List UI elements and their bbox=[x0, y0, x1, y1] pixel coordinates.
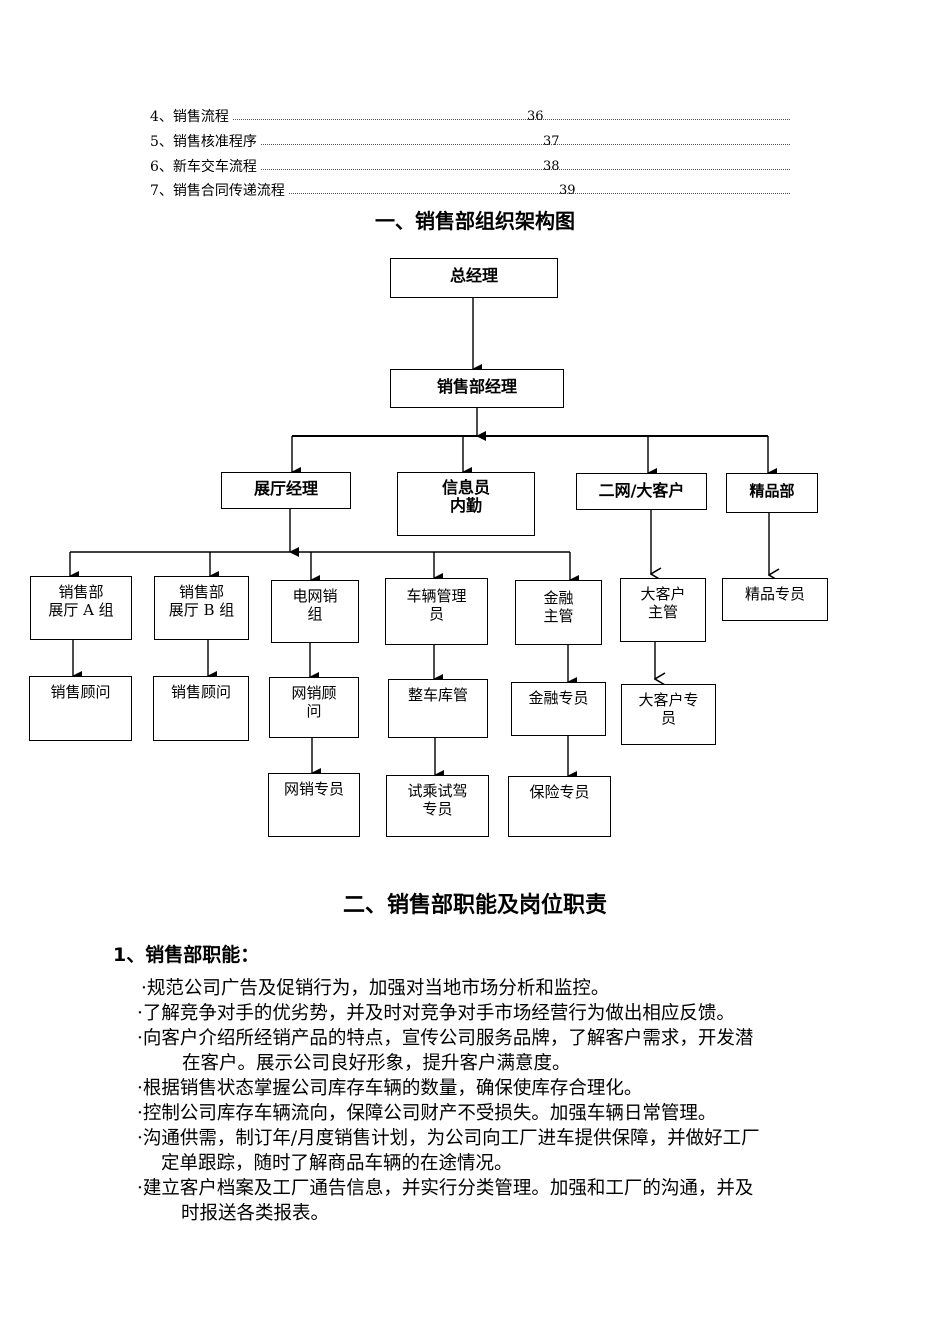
org-box-label: 试乘试驾 专员 bbox=[407, 782, 468, 818]
toc-page-number: 37 bbox=[543, 134, 560, 149]
toc-page-number: 36 bbox=[527, 109, 544, 124]
org-box-test-drive-specialist[interactable]: 试乘试驾 专员 bbox=[386, 775, 489, 837]
org-box-insurance-specialist[interactable]: 保险专员 bbox=[508, 776, 611, 837]
org-box-boutique-specialist[interactable]: 精品专员 bbox=[722, 578, 828, 621]
toc-label: 4、销售流程 bbox=[150, 107, 233, 127]
org-box-network-key-account[interactable]: 二网/大客户 bbox=[576, 473, 707, 510]
toc-leader-dots bbox=[150, 169, 790, 170]
toc-row[interactable]: 6、新车交车流程 38 bbox=[150, 157, 790, 177]
toc-row[interactable]: 5、销售核准程序 37 bbox=[150, 132, 790, 152]
org-box-online-team[interactable]: 电网销 组 bbox=[271, 580, 359, 643]
org-box-sales-manager[interactable]: 销售部经理 bbox=[390, 369, 564, 408]
toc-row[interactable]: 7、销售合同传递流程 39 bbox=[150, 181, 790, 201]
function-item: ·根据销售状态掌握公司库存车辆的数量，确保使库存合理化。 bbox=[137, 1076, 882, 1101]
toc-label: 7、销售合同传递流程 bbox=[150, 181, 289, 201]
function-item-text: ·了解竞争对手的优劣势，并及时对竞争对手市场经营行为做出相应反馈。 bbox=[137, 1003, 735, 1024]
function-item: ·控制公司库存车辆流向，保障公司财产不受损失。加强车辆日常管理。 bbox=[137, 1101, 882, 1126]
org-box-inventory-manager[interactable]: 整车库管 bbox=[388, 679, 488, 738]
section-title-functions: 二、销售部职能及岗位职责 bbox=[342, 893, 607, 918]
org-box-team-a[interactable]: 销售部 展厅 A 组 bbox=[30, 576, 132, 640]
org-box-label: 网销专员 bbox=[283, 780, 344, 798]
org-box-label: 销售部 展厅 A 组 bbox=[48, 583, 114, 619]
function-item-text: ·控制公司库存车辆流向，保障公司财产不受损失。加强车辆日常管理。 bbox=[137, 1103, 717, 1124]
org-box-label: 精品专员 bbox=[744, 585, 805, 603]
org-box-ceo[interactable]: 总经理 bbox=[390, 258, 558, 298]
function-item-continuation: 在客户。展示公司良好形象，提升客户满意度。 bbox=[182, 1053, 571, 1074]
org-box-label: 网销顾 问 bbox=[291, 684, 337, 720]
org-box-label: 整车库管 bbox=[407, 686, 468, 704]
org-box-boutique-dept[interactable]: 精品部 bbox=[726, 473, 818, 513]
org-box-label: 销售部经理 bbox=[436, 377, 517, 396]
org-box-label: 大客户 主管 bbox=[640, 585, 686, 621]
org-box-label: 销售部 展厅 B 组 bbox=[168, 583, 235, 619]
toc-label: 6、新车交车流程 bbox=[150, 157, 261, 177]
org-box-label: 电网销 组 bbox=[292, 587, 338, 623]
function-item-text: ·规范公司广告及促销行为，加强对当地市场分析和监控。 bbox=[141, 978, 610, 999]
toc-leader-dots bbox=[150, 119, 790, 120]
function-item: ·沟通供需，制订年/月度销售计划，为公司向工厂进车提供保障，并做好工厂 定单跟踪… bbox=[137, 1126, 882, 1176]
org-box-label: 车辆管理 员 bbox=[406, 587, 467, 623]
function-item-text: ·建立客户档案及工厂通告信息，并实行分类管理。加强和工厂的沟通，并及 bbox=[137, 1178, 754, 1199]
function-item-continuation: 时报送各类报表。 bbox=[181, 1203, 330, 1224]
function-item: ·了解竞争对手的优劣势，并及时对竞争对手市场经营行为做出相应反馈。 bbox=[137, 1001, 882, 1026]
org-box-vehicle-admin[interactable]: 车辆管理 员 bbox=[385, 578, 488, 645]
subsection-title-sales-functions: 1、销售部职能： bbox=[113, 944, 260, 966]
org-box-label: 展厅经理 bbox=[253, 479, 318, 498]
function-item-text: ·根据销售状态掌握公司库存车辆的数量，确保使库存合理化。 bbox=[137, 1078, 643, 1099]
org-box-label: 保险专员 bbox=[529, 783, 590, 801]
org-box-finance-supervisor[interactable]: 金融 主管 bbox=[515, 580, 602, 645]
org-box-label: 总经理 bbox=[449, 266, 498, 285]
toc-page-number: 38 bbox=[543, 159, 560, 174]
toc-row[interactable]: 4、销售流程 36 bbox=[150, 107, 790, 127]
toc-leader-dots bbox=[150, 193, 790, 194]
org-box-finance-specialist[interactable]: 金融专员 bbox=[511, 682, 606, 736]
org-box-label: 销售顾问 bbox=[50, 683, 111, 701]
function-item-text: ·沟通供需，制订年/月度销售计划，为公司向工厂进车提供保障，并做好工厂 bbox=[137, 1128, 760, 1149]
function-item: ·向客户介绍所经销产品的特点，宣传公司服务品牌，了解客户需求，开发潜 在客户。展… bbox=[137, 1026, 882, 1076]
org-box-key-account-specialist[interactable]: 大客户专 员 bbox=[621, 684, 716, 745]
toc-leader-dots bbox=[150, 144, 790, 145]
org-box-info-clerk[interactable]: 信息员 内勤 bbox=[397, 472, 535, 536]
org-box-label: 大客户专 员 bbox=[638, 691, 699, 727]
function-item: ·建立客户档案及工厂通告信息，并实行分类管理。加强和工厂的沟通，并及 时报送各类… bbox=[137, 1176, 882, 1226]
org-box-label: 金融 主管 bbox=[543, 589, 574, 625]
org-box-team-b[interactable]: 销售部 展厅 B 组 bbox=[154, 576, 249, 640]
org-box-label: 精品部 bbox=[749, 482, 795, 500]
org-box-online-consultant[interactable]: 网销顾 问 bbox=[269, 677, 359, 738]
org-box-key-account-supervisor[interactable]: 大客户 主管 bbox=[620, 578, 706, 642]
org-box-showroom-manager[interactable]: 展厅经理 bbox=[221, 472, 351, 509]
toc-label: 5、销售核准程序 bbox=[150, 132, 261, 152]
org-box-label: 二网/大客户 bbox=[598, 481, 685, 500]
org-box-online-specialist[interactable]: 网销专员 bbox=[268, 773, 360, 837]
org-box-label: 信息员 内勤 bbox=[441, 478, 490, 515]
org-box-consultant-b[interactable]: 销售顾问 bbox=[153, 676, 249, 741]
toc-page-number: 39 bbox=[559, 183, 576, 198]
org-box-label: 金融专员 bbox=[528, 689, 589, 707]
org-box-consultant-a[interactable]: 销售顾问 bbox=[29, 676, 132, 741]
function-item-text: ·向客户介绍所经销产品的特点，宣传公司服务品牌，了解客户需求，开发潜 bbox=[137, 1028, 754, 1049]
function-item: ·规范公司广告及促销行为，加强对当地市场分析和监控。 bbox=[137, 976, 886, 1001]
org-box-label: 销售顾问 bbox=[170, 683, 231, 701]
section-title-org-chart: 一、销售部组织架构图 bbox=[375, 209, 575, 233]
function-item-continuation: 定单跟踪，随时了解商品车辆的在途情况。 bbox=[161, 1153, 513, 1174]
